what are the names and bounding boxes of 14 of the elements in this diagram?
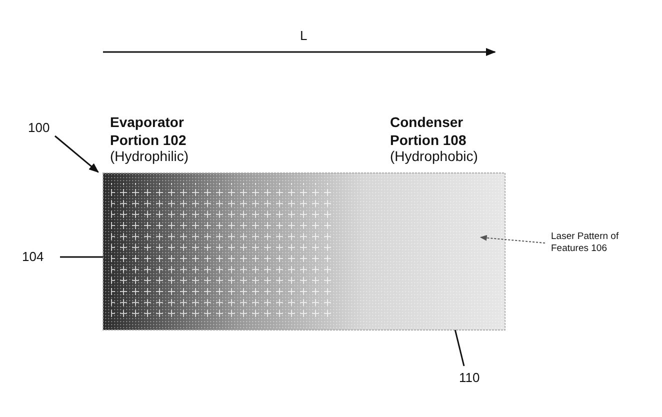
leader-line [454,330,465,366]
property-note: (Hydrophilic) [110,148,189,166]
reference-numeral: 100 [28,120,58,137]
reference-numeral: 110 [459,370,489,387]
section-heading: Evaporator Portion 102 [110,114,188,149]
leader-line [60,256,103,258]
leader-line [480,234,546,244]
section-heading: Condenser Portion 108 [390,114,468,149]
property-note: (Hydrophobic) [390,148,478,166]
textured-panel [102,172,506,330]
reference-numeral: 104 [22,249,52,266]
callout-text: Laser Pattern of Features 106 [551,231,646,256]
dimension-label: L [300,28,308,44]
leader-line [54,135,99,173]
